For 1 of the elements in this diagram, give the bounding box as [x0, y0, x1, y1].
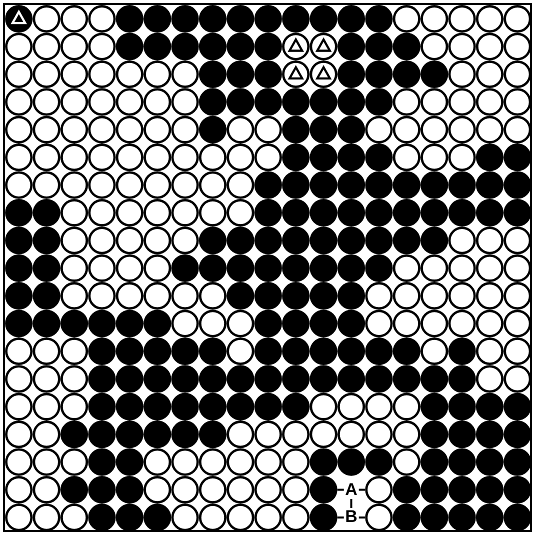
- point-label: A: [344, 480, 358, 499]
